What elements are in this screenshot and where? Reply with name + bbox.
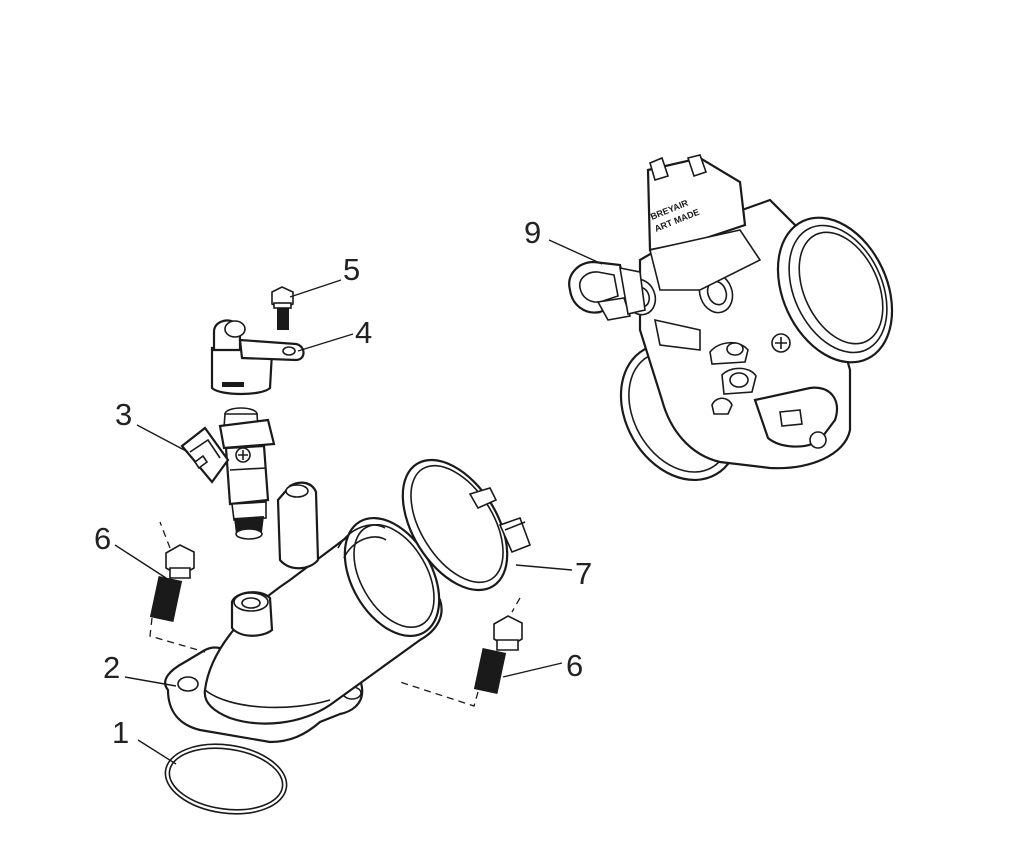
callout-6-right: 6 (566, 648, 583, 683)
callout-4: 4 (355, 315, 372, 350)
callout-6-left: 6 (94, 521, 111, 556)
part-intake-manifold (164, 481, 443, 744)
part-o-ring (164, 743, 288, 815)
alignment-lines (149, 521, 521, 707)
callout-2: 2 (103, 650, 120, 685)
leader-lines (114, 239, 603, 765)
callout-3: 3 (115, 397, 132, 432)
callout-numbers: 1 2 3 4 5 6 6 7 9 (94, 215, 592, 750)
part-bolt-left (149, 544, 195, 623)
part-screw (271, 286, 294, 330)
part-clamp-band (401, 458, 532, 592)
callout-5: 5 (343, 252, 360, 287)
part-injector-bracket (210, 319, 305, 396)
part-bolt-right (473, 615, 523, 695)
callout-9: 9 (524, 215, 541, 250)
callout-1: 1 (112, 715, 129, 750)
part-fuel-injector (180, 407, 276, 540)
callout-7: 7 (575, 556, 592, 591)
part-throttle-body: BREYAIR ART MADE (568, 154, 894, 482)
